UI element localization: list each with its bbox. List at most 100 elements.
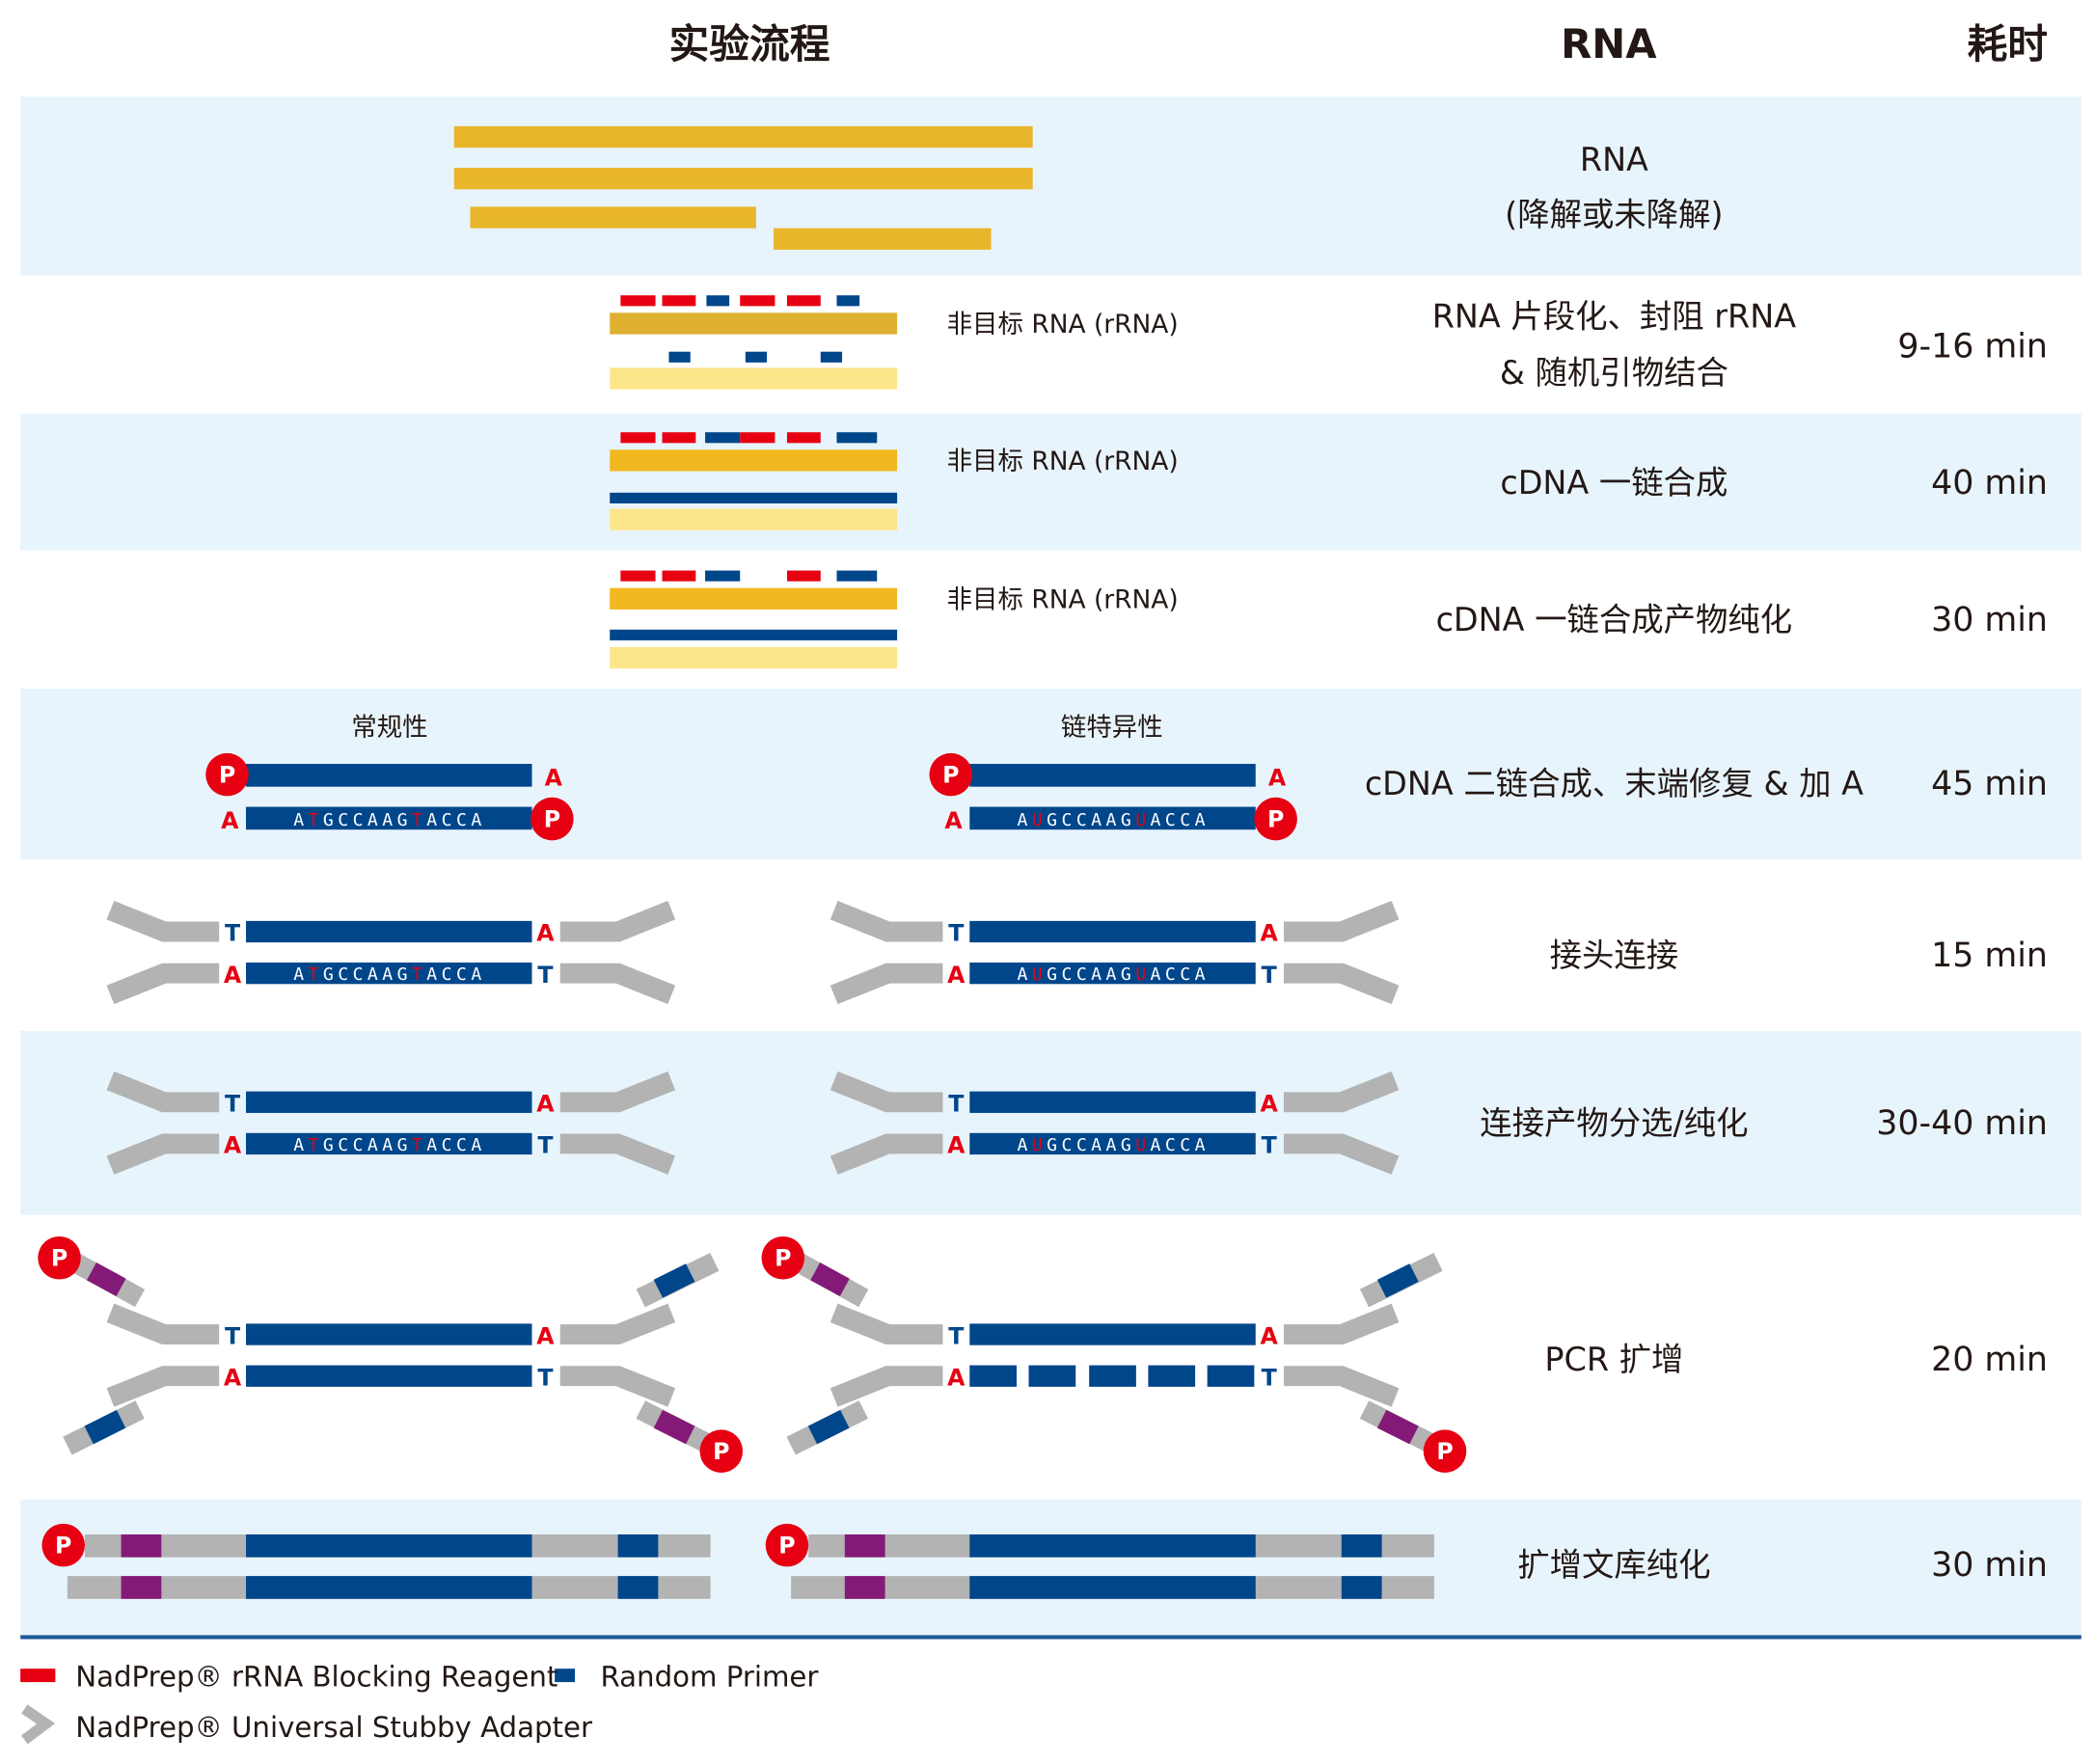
step-time: 20 min (1931, 1341, 2048, 1379)
adapter-arm (830, 1303, 943, 1345)
insert-top-strand (246, 920, 532, 943)
header-time: 耗时 (1967, 20, 2047, 68)
phosphate-label: P (778, 1532, 795, 1559)
phosphate-label: P (1436, 1438, 1453, 1465)
step-time: 30-40 min (1876, 1104, 2048, 1143)
sequence-label: ATGCCAAGTACCA (293, 810, 485, 830)
random-primer-mark (705, 432, 741, 444)
dsdna-bottom-strand (969, 806, 1256, 830)
blocking-reagent-mark (740, 432, 775, 444)
adapter-arm (559, 1366, 676, 1407)
row-band (20, 413, 2081, 551)
phosphate-circle (1254, 797, 1297, 841)
target-rna-strand (610, 367, 898, 390)
t-overhang-label: T (537, 1132, 554, 1159)
random-primer-mark (745, 351, 768, 363)
sequence-base: A (1091, 964, 1105, 985)
sequence-base: A (1151, 1135, 1165, 1155)
rrna-strand (610, 449, 898, 472)
insert-bottom-strand (246, 963, 532, 985)
insert-segment (969, 1533, 1256, 1558)
row-band (20, 96, 2081, 276)
sequence-base: C (1062, 964, 1076, 985)
sequence-base: G (1047, 1135, 1061, 1155)
sequence-base: U (1032, 810, 1047, 830)
sequence-base: C (1062, 1135, 1076, 1155)
rrna-strand (610, 312, 898, 335)
sequence-base: G (1121, 810, 1135, 830)
row-band (20, 1499, 2081, 1636)
sequence-base: G (323, 1135, 338, 1155)
t-overhang-label: T (948, 1091, 965, 1118)
step-time: 30 min (1931, 1546, 2048, 1585)
sequence-base: A (367, 810, 382, 830)
phosphate-circle (205, 752, 249, 797)
sequence-base: A (1106, 1135, 1121, 1155)
index-segment (84, 1409, 126, 1445)
sequence-base: A (1195, 964, 1210, 985)
blocking-reagent-mark (662, 570, 696, 582)
random-primer-mark (820, 351, 843, 363)
sequence-base: A (293, 810, 308, 830)
phosphate-circle (699, 1429, 744, 1473)
phosphate-circle (761, 1235, 805, 1280)
sequence-label: AUGCCAAGUACCA (1017, 964, 1209, 985)
sequence-base: U (1032, 964, 1047, 985)
index-segment (1376, 1263, 1419, 1298)
index-segment (810, 1262, 850, 1297)
sequence-base: U (1135, 810, 1150, 830)
sequence-base: C (456, 810, 471, 830)
adapter-arm (559, 963, 676, 1005)
non-target-rna-label: 非目标 RNA (rRNA) (947, 310, 1179, 339)
sequence-base: C (442, 964, 456, 985)
step-time: 40 min (1931, 464, 2048, 502)
sequence-base: C (1165, 964, 1180, 985)
step-text: RNA (1580, 141, 1648, 178)
a-tail-label: A (221, 807, 239, 834)
sequence-base: A (426, 964, 441, 985)
phosphate-label: P (51, 1245, 68, 1272)
adapter-arm (1283, 1366, 1400, 1407)
dsdna-top-strand (246, 764, 532, 787)
sequence-base: A (426, 810, 441, 830)
step-text: & 随机引物结合 (1500, 354, 1728, 392)
step-time: 45 min (1931, 765, 2048, 803)
phosphate-label: P (544, 805, 560, 832)
adapter-arm (559, 1071, 676, 1113)
sequence-base: G (397, 964, 412, 985)
insert-top-strand (969, 920, 1256, 943)
sequence-base: C (1165, 1135, 1180, 1155)
adapter-arm (830, 1071, 943, 1113)
adapter-arm (106, 1303, 220, 1345)
sequence-base: G (1047, 964, 1061, 985)
sequence-base: G (1121, 1135, 1135, 1155)
random-primer-mark (836, 570, 878, 582)
t-overhang-label: T (948, 920, 965, 947)
library-type-label: 常规性 (351, 713, 427, 743)
random-primer-mark (836, 295, 860, 307)
cdna-first-strand (610, 492, 898, 503)
sequence-base: G (323, 810, 338, 830)
index-segment (653, 1409, 695, 1445)
sequence-base: A (1017, 810, 1031, 830)
phosphate-circle (41, 1523, 85, 1567)
sequence-base: G (1047, 810, 1061, 830)
sequence-base: A (1151, 810, 1165, 830)
a-tail-label: A (1268, 764, 1287, 791)
adapter-arm (1283, 1303, 1400, 1345)
blocking-reagent-mark (620, 295, 656, 307)
a-tail-label: A (944, 807, 963, 834)
insert-top-strand (246, 1323, 532, 1345)
blocking-reagent-mark (662, 295, 696, 307)
blocking-reagent-mark (786, 570, 821, 582)
sequence-base: A (1106, 964, 1121, 985)
dutp-strand-fragment (969, 1365, 1017, 1387)
phosphate-label: P (55, 1532, 71, 1559)
adapter-arm (106, 1366, 220, 1407)
sequence-base: G (1121, 964, 1135, 985)
bottom-rule (20, 1635, 2081, 1640)
sequence-base: T (412, 964, 426, 985)
t-overhang-label: T (948, 1322, 965, 1349)
adapter-icon (21, 1704, 56, 1745)
sequence-base: A (382, 810, 396, 830)
